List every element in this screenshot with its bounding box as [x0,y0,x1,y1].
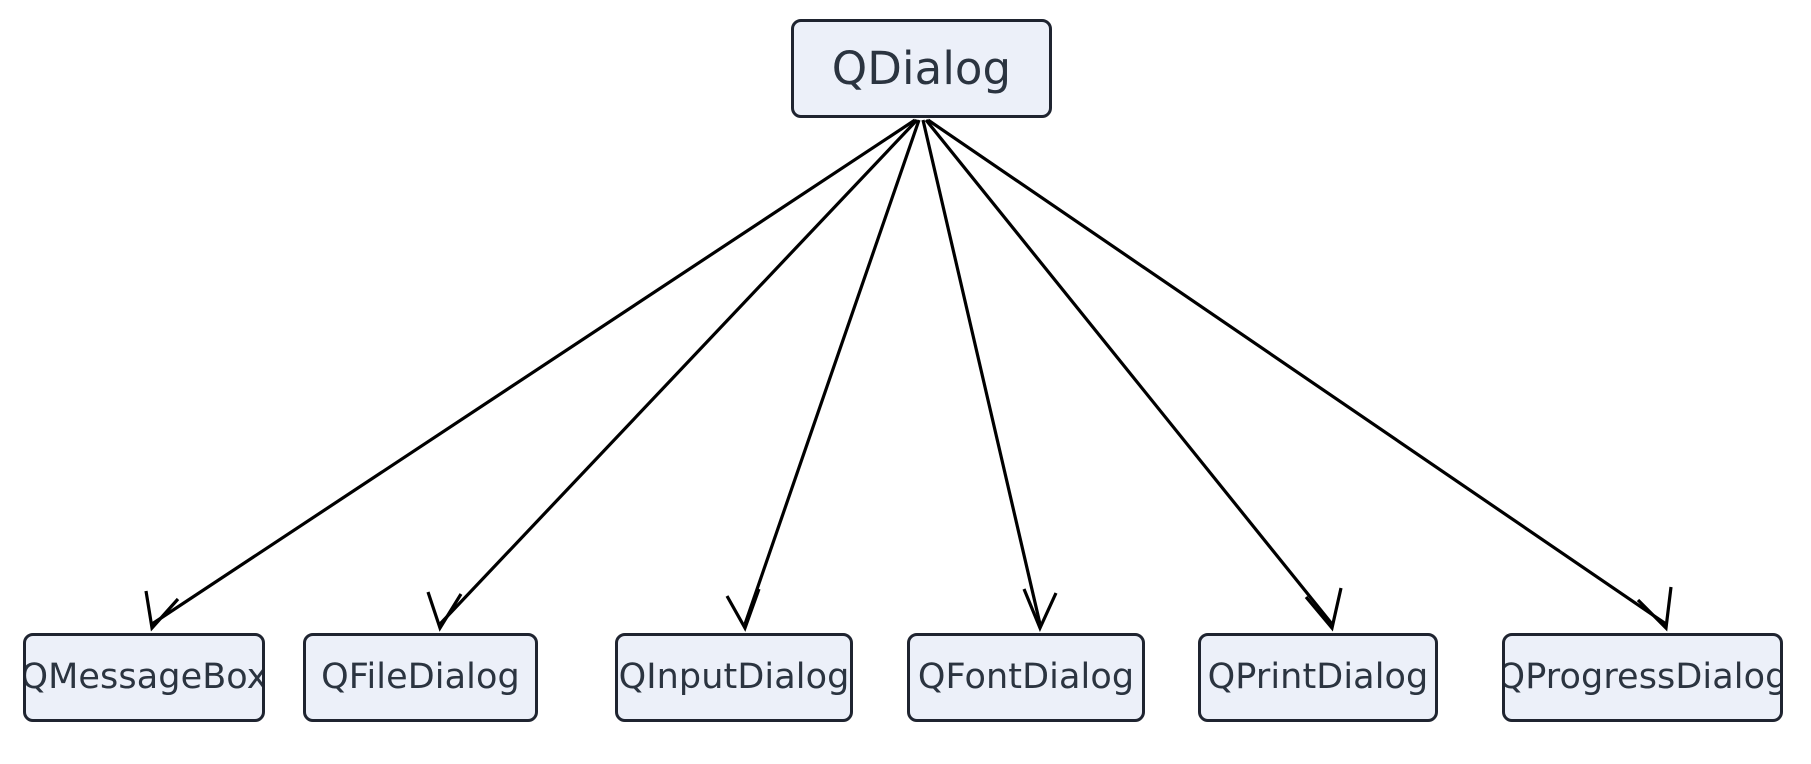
node-qinputdialog-label: QInputDialog [618,657,850,697]
arrowhead-qprogressdialog [1636,586,1673,632]
edge-qdialog-qfiledialog [438,118,919,626]
node-qfiledialog[interactable]: QFileDialog [303,633,538,722]
edge-qdialog-qprogressdialog [927,118,1667,626]
edge-qdialog-qprintdialog [924,118,1334,626]
node-qmessagebox[interactable]: QMessageBox [23,633,265,722]
node-qfontdialog[interactable]: QFontDialog [907,633,1145,722]
node-qinputdialog[interactable]: QInputDialog [615,633,853,722]
node-qprogressdialog[interactable]: QProgressDialog [1502,633,1783,722]
arrowhead-qprintdialog [1304,587,1343,632]
edge-qdialog-qinputdialog [743,119,921,625]
node-qfontdialog-label: QFontDialog [917,657,1135,697]
node-qprogressdialog-label: QProgressDialog [1502,657,1783,697]
node-qdialog-label: QDialog [831,42,1012,95]
node-qprintdialog-label: QPrintDialog [1207,657,1429,697]
node-qmessagebox-label: QMessageBox [23,657,265,697]
arrowhead-qfiledialog [426,591,463,632]
node-qdialog[interactable]: QDialog [791,19,1052,118]
arrowhead-qmessagebox [144,590,180,632]
edge-qdialog-qfontdialog [921,119,1042,625]
arrowhead-qfontdialog [1022,588,1058,633]
edge-qdialog-qmessagebox [151,118,916,626]
arrowhead-qinputdialog [725,588,761,632]
node-qfiledialog-label: QFileDialog [321,657,520,697]
node-qprintdialog[interactable]: QPrintDialog [1198,633,1438,722]
